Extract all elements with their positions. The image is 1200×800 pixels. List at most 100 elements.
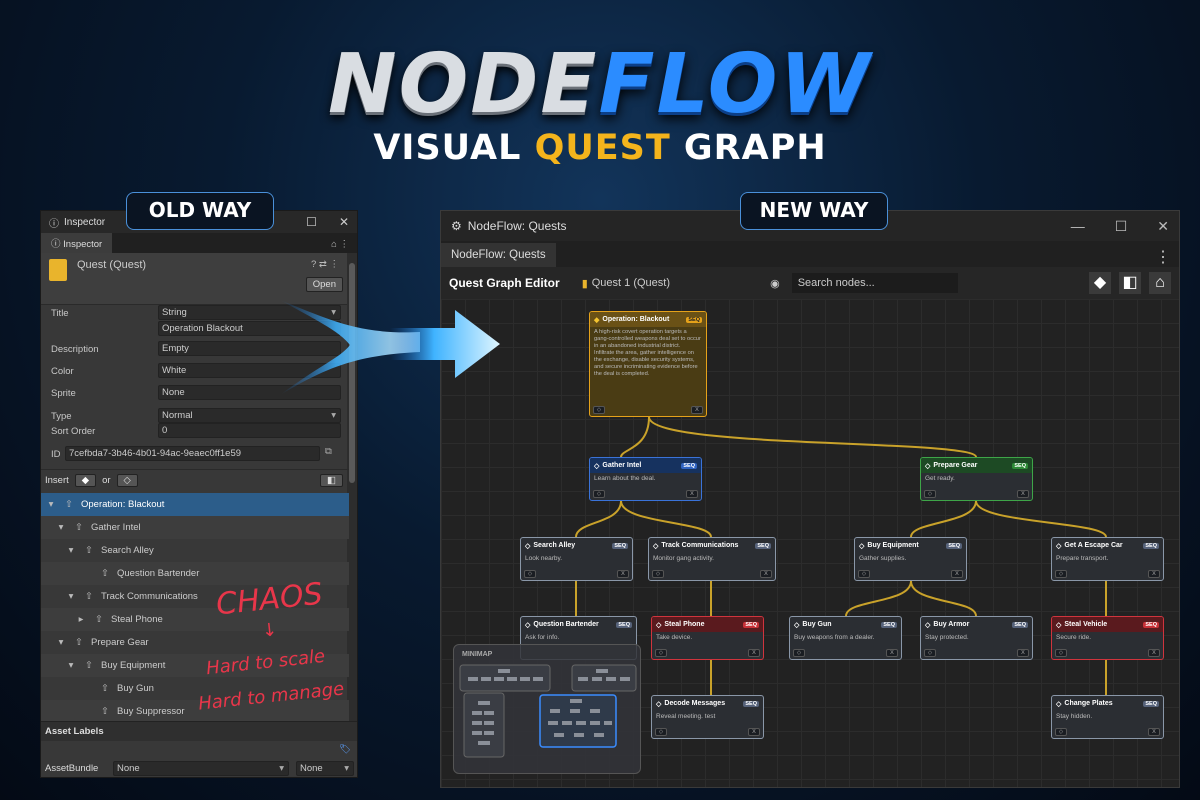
insert-label: Insert [45, 475, 69, 486]
delete-button[interactable]: X [691, 406, 703, 414]
type-dropdown[interactable]: Normal [158, 408, 341, 423]
tree-item[interactable]: ▾⇧Search Alley [41, 539, 349, 562]
panel-toggle-button[interactable]: ◧ [320, 474, 343, 487]
title-type-dropdown[interactable]: String [158, 305, 341, 320]
target-icon[interactable]: ◉ [770, 277, 780, 290]
minimize-icon[interactable]: — [1070, 217, 1085, 234]
link-icon[interactable]: ◇ [593, 490, 605, 498]
delete-button[interactable]: X [951, 570, 963, 578]
asset-variant-dropdown[interactable]: None [296, 761, 354, 776]
link-icon[interactable]: ◇ [858, 570, 870, 578]
search-input[interactable]: Search nodes... [791, 273, 958, 293]
tree-item[interactable]: ▾⇧Buy Equipment [41, 654, 349, 677]
close-icon[interactable]: ✕ [1157, 217, 1169, 234]
inspector-scrollbar[interactable] [347, 253, 357, 733]
description-label: Description [51, 344, 99, 355]
tree-item[interactable]: ⇧Question Bartender [41, 562, 349, 585]
sort-order-field[interactable]: 0 [158, 423, 341, 438]
link-icon[interactable]: ◇ [924, 490, 936, 498]
delete-button[interactable]: X [1017, 649, 1029, 657]
tree-item[interactable]: ▸⇧Steal Phone [41, 608, 349, 631]
open-button[interactable]: Open [305, 277, 343, 292]
insert-empty-button[interactable]: ◇ [116, 474, 138, 487]
edge [575, 500, 622, 538]
delete-button[interactable]: X [748, 649, 760, 657]
tree-item[interactable]: ▾⇧Gather Intel [41, 516, 349, 539]
color-field[interactable]: White [158, 363, 341, 378]
description-field[interactable]: Empty [158, 341, 341, 356]
sort-order-label: Sort Order [51, 426, 96, 437]
annotation-arrow-icon: ↓ [260, 619, 279, 642]
add-node-button[interactable]: ◆ [1089, 272, 1111, 294]
id-field[interactable]: 7cefbda7-3b46-4b01-94ac-9eaec0ff1e59 [65, 446, 320, 461]
editor-toolbar: Quest Graph Editor ▮Quest 1 (Quest)◉ Sea… [441, 267, 1179, 299]
maximize-icon[interactable]: ☐ [306, 215, 317, 229]
lock-icon[interactable]: ⌂ ⋮ [331, 239, 349, 250]
link-icon[interactable]: ◇ [793, 649, 805, 657]
or-label: or [102, 475, 111, 486]
link-icon[interactable]: ◇ [524, 570, 536, 578]
diamond-icon: ◇ [1056, 621, 1062, 629]
nodeflow-window: ⚙ NodeFlow: Quests —☐✕ NodeFlow: Quests … [440, 210, 1180, 788]
tree-item[interactable]: ▾⇧Track Communications [41, 585, 349, 608]
tree-item[interactable]: ▾⇧Operation: Blackout [41, 493, 349, 516]
link-icon[interactable]: ◇ [1055, 570, 1067, 578]
link-icon[interactable]: ◇ [652, 570, 664, 578]
home-button[interactable]: ⌂ [1149, 272, 1171, 294]
asset-bundle-dropdown[interactable]: None [113, 761, 289, 776]
tree-item[interactable]: ⇧Buy Gun [41, 677, 349, 700]
diamond-icon: ◇ [794, 621, 800, 629]
header-tools-icon[interactable]: ? ⇄ ⋮ [310, 259, 339, 270]
scrollbar-thumb[interactable] [349, 263, 355, 483]
delete-button[interactable]: X [1148, 649, 1160, 657]
delete-button[interactable]: X [748, 728, 760, 736]
tree-item[interactable]: ▾⇧Prepare Gear [41, 631, 349, 654]
close-icon[interactable]: ✕ [338, 215, 349, 229]
inspector-window-title: Inspector [64, 216, 106, 228]
link-icon[interactable]: ◇ [924, 649, 936, 657]
quest-selector[interactable]: ▮Quest 1 (Quest)◉ [581, 277, 780, 290]
tab-nodeflow-quests[interactable]: NodeFlow: Quests [441, 243, 556, 267]
diamond-icon: ◇ [653, 542, 659, 550]
delete-button[interactable]: X [617, 570, 629, 578]
tree-item[interactable]: ⇧Buy Suppressor [41, 700, 349, 723]
link-icon[interactable]: ◇ [1055, 649, 1067, 657]
tag-icon[interactable]: 🏷 [338, 744, 351, 755]
delete-button[interactable]: X [760, 570, 772, 578]
delete-button[interactable]: X [1148, 728, 1160, 736]
insert-node-button[interactable]: ◆ [74, 474, 97, 487]
more-menu-icon[interactable]: ⋮ [1155, 249, 1171, 266]
delete-button[interactable]: X [1148, 570, 1160, 578]
delete-button[interactable]: X [686, 490, 698, 498]
link-icon[interactable]: ◇ [655, 649, 667, 657]
quest-node-icon: ⇧ [85, 545, 93, 556]
link-icon[interactable]: ◇ [1055, 728, 1067, 736]
tab-inspector[interactable]: ⓘ Inspector [41, 233, 113, 253]
edge [648, 416, 977, 458]
delete-button[interactable]: X [886, 649, 898, 657]
copy-icon[interactable]: ⧉ [325, 446, 332, 457]
asset-bundle-label: AssetBundle [45, 763, 99, 774]
sprite-field[interactable]: None [158, 385, 341, 400]
maximize-icon[interactable]: ☐ [1114, 217, 1128, 234]
link-icon[interactable]: ◇ [593, 406, 605, 414]
link-icon[interactable]: ◇ [655, 728, 667, 736]
delete-button[interactable]: X [1017, 490, 1029, 498]
toggle-panel-button[interactable]: ◧ [1119, 272, 1141, 294]
minimap[interactable]: MINIMAP [453, 644, 641, 774]
type-label: Type [51, 411, 72, 422]
